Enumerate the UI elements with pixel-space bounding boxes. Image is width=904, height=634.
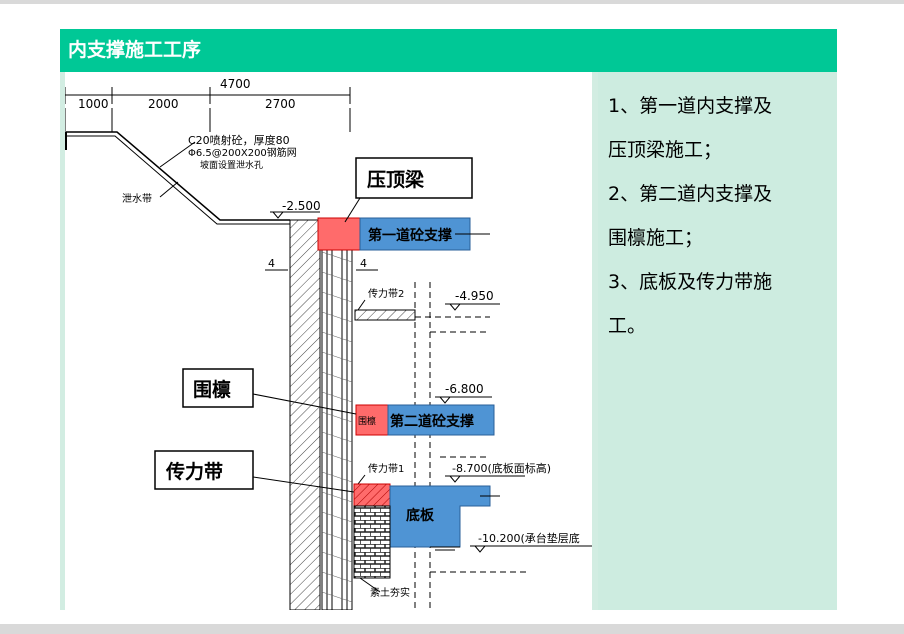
rebar-wall [321, 219, 353, 611]
purlin-small-label: 围檩 [358, 415, 376, 427]
elevation-4950: -4.950 [455, 289, 494, 303]
note-drain: 泄水带 [122, 192, 152, 205]
compacted-soil [353, 505, 391, 579]
force-belt-2 [354, 309, 416, 321]
step-line: 压顶梁施工； [608, 139, 723, 161]
step-line: 工。 [608, 315, 647, 337]
top-border [0, 0, 904, 4]
note-weep-holes: 坡面设置泄水孔 [200, 159, 263, 171]
slab-label: 底板 [406, 507, 435, 524]
belt2-label: 传力带2 [368, 287, 404, 300]
inner-structure-dashed [414, 282, 530, 610]
belt1-label: 传力带1 [368, 462, 404, 475]
elevation-6800: -6.800 [445, 382, 484, 396]
cap-beam-callout [355, 157, 473, 199]
steps-panel: 1、第一道内支撑及 压顶梁施工； 2、第二道内支撑及 围檩施工； 3、底板及传力… [598, 72, 837, 610]
purlin-callout [182, 368, 254, 408]
strut2-box [387, 404, 495, 436]
svg-text:-2.500: -2.500 [282, 199, 321, 213]
slide-title: 内支撑施工工序 [60, 29, 837, 72]
note-shotcrete: C20喷射砼，厚度80 [188, 133, 290, 147]
pile-wall [289, 219, 321, 611]
slope-profile: C20喷射砼，厚度80 Φ6.5@200X200钢筋网 坡面设置泄水孔 泄水带 [65, 131, 297, 225]
step-line: 围檩施工； [608, 227, 704, 249]
elevation-10200: -10.200(承台垫层底 [478, 531, 580, 545]
cap-beam-text: 压顶梁 [367, 168, 425, 191]
steps-list: 1、第一道内支撑及 压顶梁施工； 2、第二道内支撑及 围檩施工； 3、底板及传力… [608, 84, 828, 348]
strut1-box [359, 217, 471, 251]
cap-beam-red [317, 217, 361, 251]
elevation-8700: -8.700(底板面标高) [452, 461, 551, 475]
dim-2000: 2000 [148, 97, 179, 111]
dim-2700: 2700 [265, 97, 296, 111]
slab-box [389, 485, 491, 548]
soil-label: 素土夯实 [370, 586, 410, 599]
dimension-lines: 4700 1000 2000 2700 [64, 77, 351, 132]
elevation-2500: -2.500 [270, 199, 321, 219]
step-line: 2、第二道内支撑及 [608, 183, 773, 205]
slide: 内支撑施工工序 [60, 29, 837, 611]
strut1-label: 第一道砼支撑 [368, 227, 452, 244]
bottom-border [0, 624, 904, 634]
force-belt-callout [154, 450, 254, 490]
step-line: 1、第一道内支撑及 [608, 95, 773, 117]
section-drawing: 4700 1000 2000 2700 C20喷射砼，厚度80 Φ6.5@200… [64, 77, 592, 611]
section-mark-left: 4 [268, 257, 275, 270]
panel-divider [592, 72, 598, 610]
force-belt-callout-text: 传力带 [165, 460, 223, 483]
purlin-callout-text: 围檩 [193, 378, 231, 401]
construction-drawing-panel: 4700 1000 2000 2700 C20喷射砼，厚度80 Φ6.5@200… [60, 72, 592, 611]
step-line: 3、底板及传力带施 [608, 271, 773, 293]
dim-1000: 1000 [78, 97, 109, 111]
note-mesh: Φ6.5@200X200钢筋网 [188, 146, 297, 159]
strut2-label: 第二道砼支撑 [390, 413, 474, 430]
dim-total: 4700 [220, 77, 251, 91]
section-mark-right: 4 [360, 257, 367, 270]
left-edge-strip [60, 72, 65, 610]
